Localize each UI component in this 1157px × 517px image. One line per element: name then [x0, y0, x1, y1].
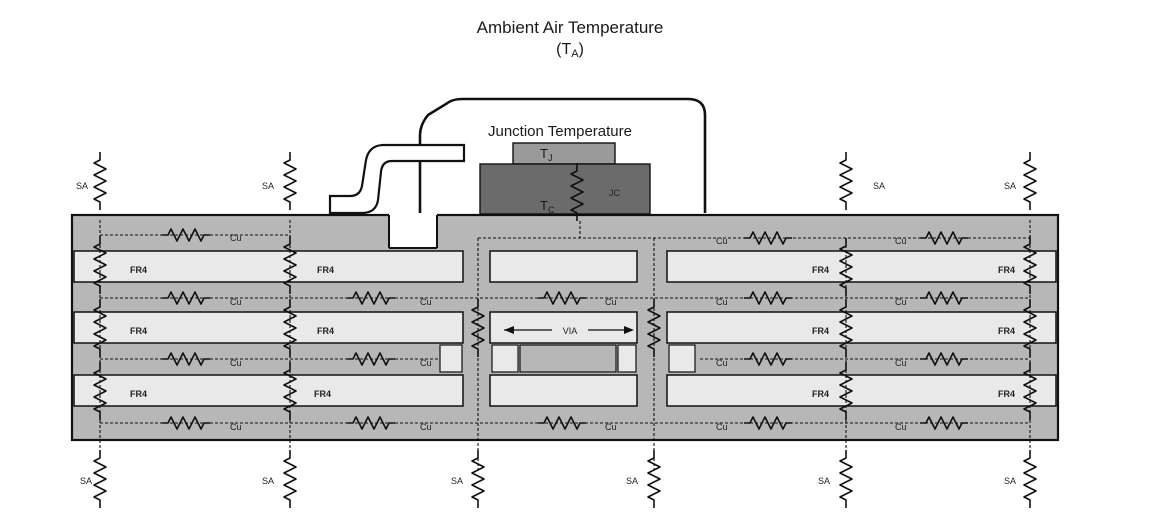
via-label: VIA [563, 326, 578, 336]
title-ta: (TA) [556, 41, 584, 60]
sa-label: SA [818, 476, 830, 486]
cu-label: Cu [716, 358, 728, 368]
fr4-label: FR4 [314, 389, 331, 399]
cu-label: Cu [605, 422, 617, 432]
resistor-sa [839, 449, 853, 509]
resistor-sa [647, 449, 661, 509]
cu-label: Cu [716, 236, 728, 246]
resistor-sa [93, 449, 107, 509]
cu-label: Cu [716, 422, 728, 432]
fr4-label: FR4 [130, 389, 147, 399]
sa-label: SA [626, 476, 638, 486]
fr4-layer [73, 311, 464, 344]
junction-temperature-label: Junction Temperature [488, 123, 632, 140]
title-ambient: Ambient Air Temperature [477, 18, 664, 37]
resistor-sa [1023, 151, 1037, 211]
die-top [512, 142, 616, 165]
fr4-label: FR4 [317, 265, 334, 275]
cu-label: Cu [895, 358, 907, 368]
cu-label: Cu [230, 297, 242, 307]
cu-label: Cu [420, 297, 432, 307]
cu-label: Cu [895, 297, 907, 307]
fr4-label: FR4 [130, 265, 147, 275]
fr4-label: FR4 [812, 326, 829, 336]
tj-label: TJ [540, 146, 552, 163]
sa-label: SA [76, 181, 88, 191]
fr4-layer [73, 250, 464, 283]
fr4-layer [666, 311, 1057, 344]
package-lead [328, 143, 466, 215]
fr4-layer [489, 250, 638, 283]
jc-label: JC [609, 188, 621, 198]
sa-label: SA [262, 181, 274, 191]
cu-label: Cu [230, 358, 242, 368]
fr4-label: FR4 [812, 265, 829, 275]
fr4-label: FR4 [317, 326, 334, 336]
tc-label: TC [540, 198, 555, 215]
resistor-sa [283, 449, 297, 509]
pcb-board [70, 213, 1060, 442]
fr4-layer [666, 374, 1057, 407]
cu-label: Cu [230, 233, 242, 243]
fr4-layer [489, 311, 638, 344]
ic-package [328, 97, 707, 215]
cu-label: Cu [895, 422, 907, 432]
fr4-layer [666, 250, 1057, 283]
sa-label: SA [80, 476, 92, 486]
sa-label: SA [873, 181, 885, 191]
fr4-layer [73, 374, 464, 407]
cu-label: Cu [716, 297, 728, 307]
fr4-label: FR4 [812, 389, 829, 399]
resistor-sa [1023, 449, 1037, 509]
fr4-label: FR4 [998, 389, 1015, 399]
resistor-sa [93, 151, 107, 211]
die-body [479, 163, 651, 215]
sa-label: SA [1004, 181, 1016, 191]
cu-label: Cu [605, 297, 617, 307]
cu-label: Cu [895, 236, 907, 246]
resistor-sa [283, 151, 297, 211]
fr4-label: FR4 [998, 326, 1015, 336]
cu-label: Cu [230, 422, 242, 432]
fr4-label: FR4 [998, 265, 1015, 275]
fr4-layer [489, 374, 638, 407]
sa-label: SA [451, 476, 463, 486]
fr4-label: FR4 [130, 326, 147, 336]
sa-label: SA [1004, 476, 1016, 486]
resistor-sa [839, 151, 853, 211]
sa-label: SA [262, 476, 274, 486]
cu-label: Cu [420, 358, 432, 368]
via-arrow [504, 326, 634, 334]
resistor-sa [471, 449, 485, 509]
cu-label: Cu [420, 422, 432, 432]
